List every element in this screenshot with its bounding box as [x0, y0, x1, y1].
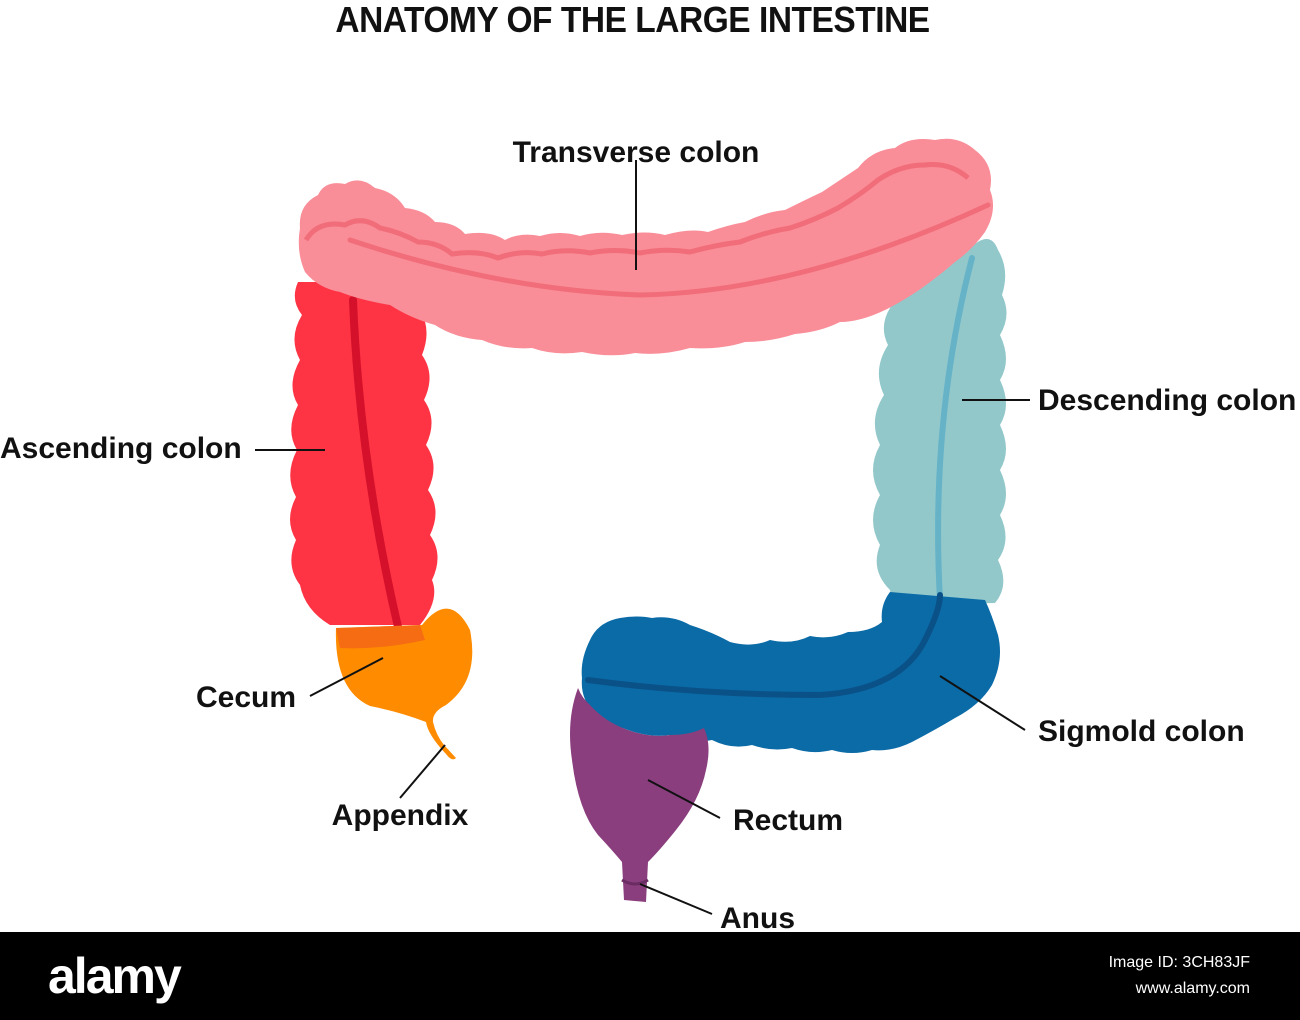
footer-meta: Image ID: 3CH83JF www.alamy.com: [1109, 950, 1250, 1002]
large-intestine-diagram: Transverse colon Ascending colon Descend…: [0, 136, 1296, 932]
footer-url-text: www.alamy.com: [1135, 980, 1250, 997]
cecum-leader-line: [309, 657, 384, 697]
label-sigmoid-colon: Sigmold colon: [1038, 715, 1245, 748]
rectum-leader-line: [647, 779, 721, 819]
leader-lines: [255, 160, 1030, 915]
anus-leader-line: [639, 883, 713, 915]
sigmoid-leader-line: [939, 675, 1026, 731]
watermark-footer: alamy Image ID: 3CH83JF www.alamy.com: [0, 932, 1300, 1020]
label-appendix: Appendix: [332, 799, 469, 832]
appendix-leader-line: [399, 744, 446, 799]
label-descending-colon: Descending colon: [1038, 384, 1296, 417]
rectum-shape: [570, 688, 709, 902]
descending-colon-shape: [873, 239, 1007, 605]
cecum-shape: [335, 608, 473, 760]
label-rectum: Rectum: [733, 804, 843, 837]
ascending-colon-shape: [290, 282, 438, 672]
image-id-text: Image ID: 3CH83JF: [1108, 954, 1250, 971]
sigmoid-colon-shape: [581, 592, 1000, 753]
alamy-logo: alamy: [48, 948, 182, 1004]
label-anus: Anus: [720, 902, 795, 932]
transverse-colon-shape: [298, 138, 994, 356]
diagram-title: ANATOMY OF THE LARGE INTESTINE: [335, 0, 930, 40]
label-ascending-colon: Ascending colon: [0, 432, 242, 465]
label-transverse-colon: Transverse colon: [513, 136, 760, 169]
label-cecum: Cecum: [196, 681, 296, 714]
